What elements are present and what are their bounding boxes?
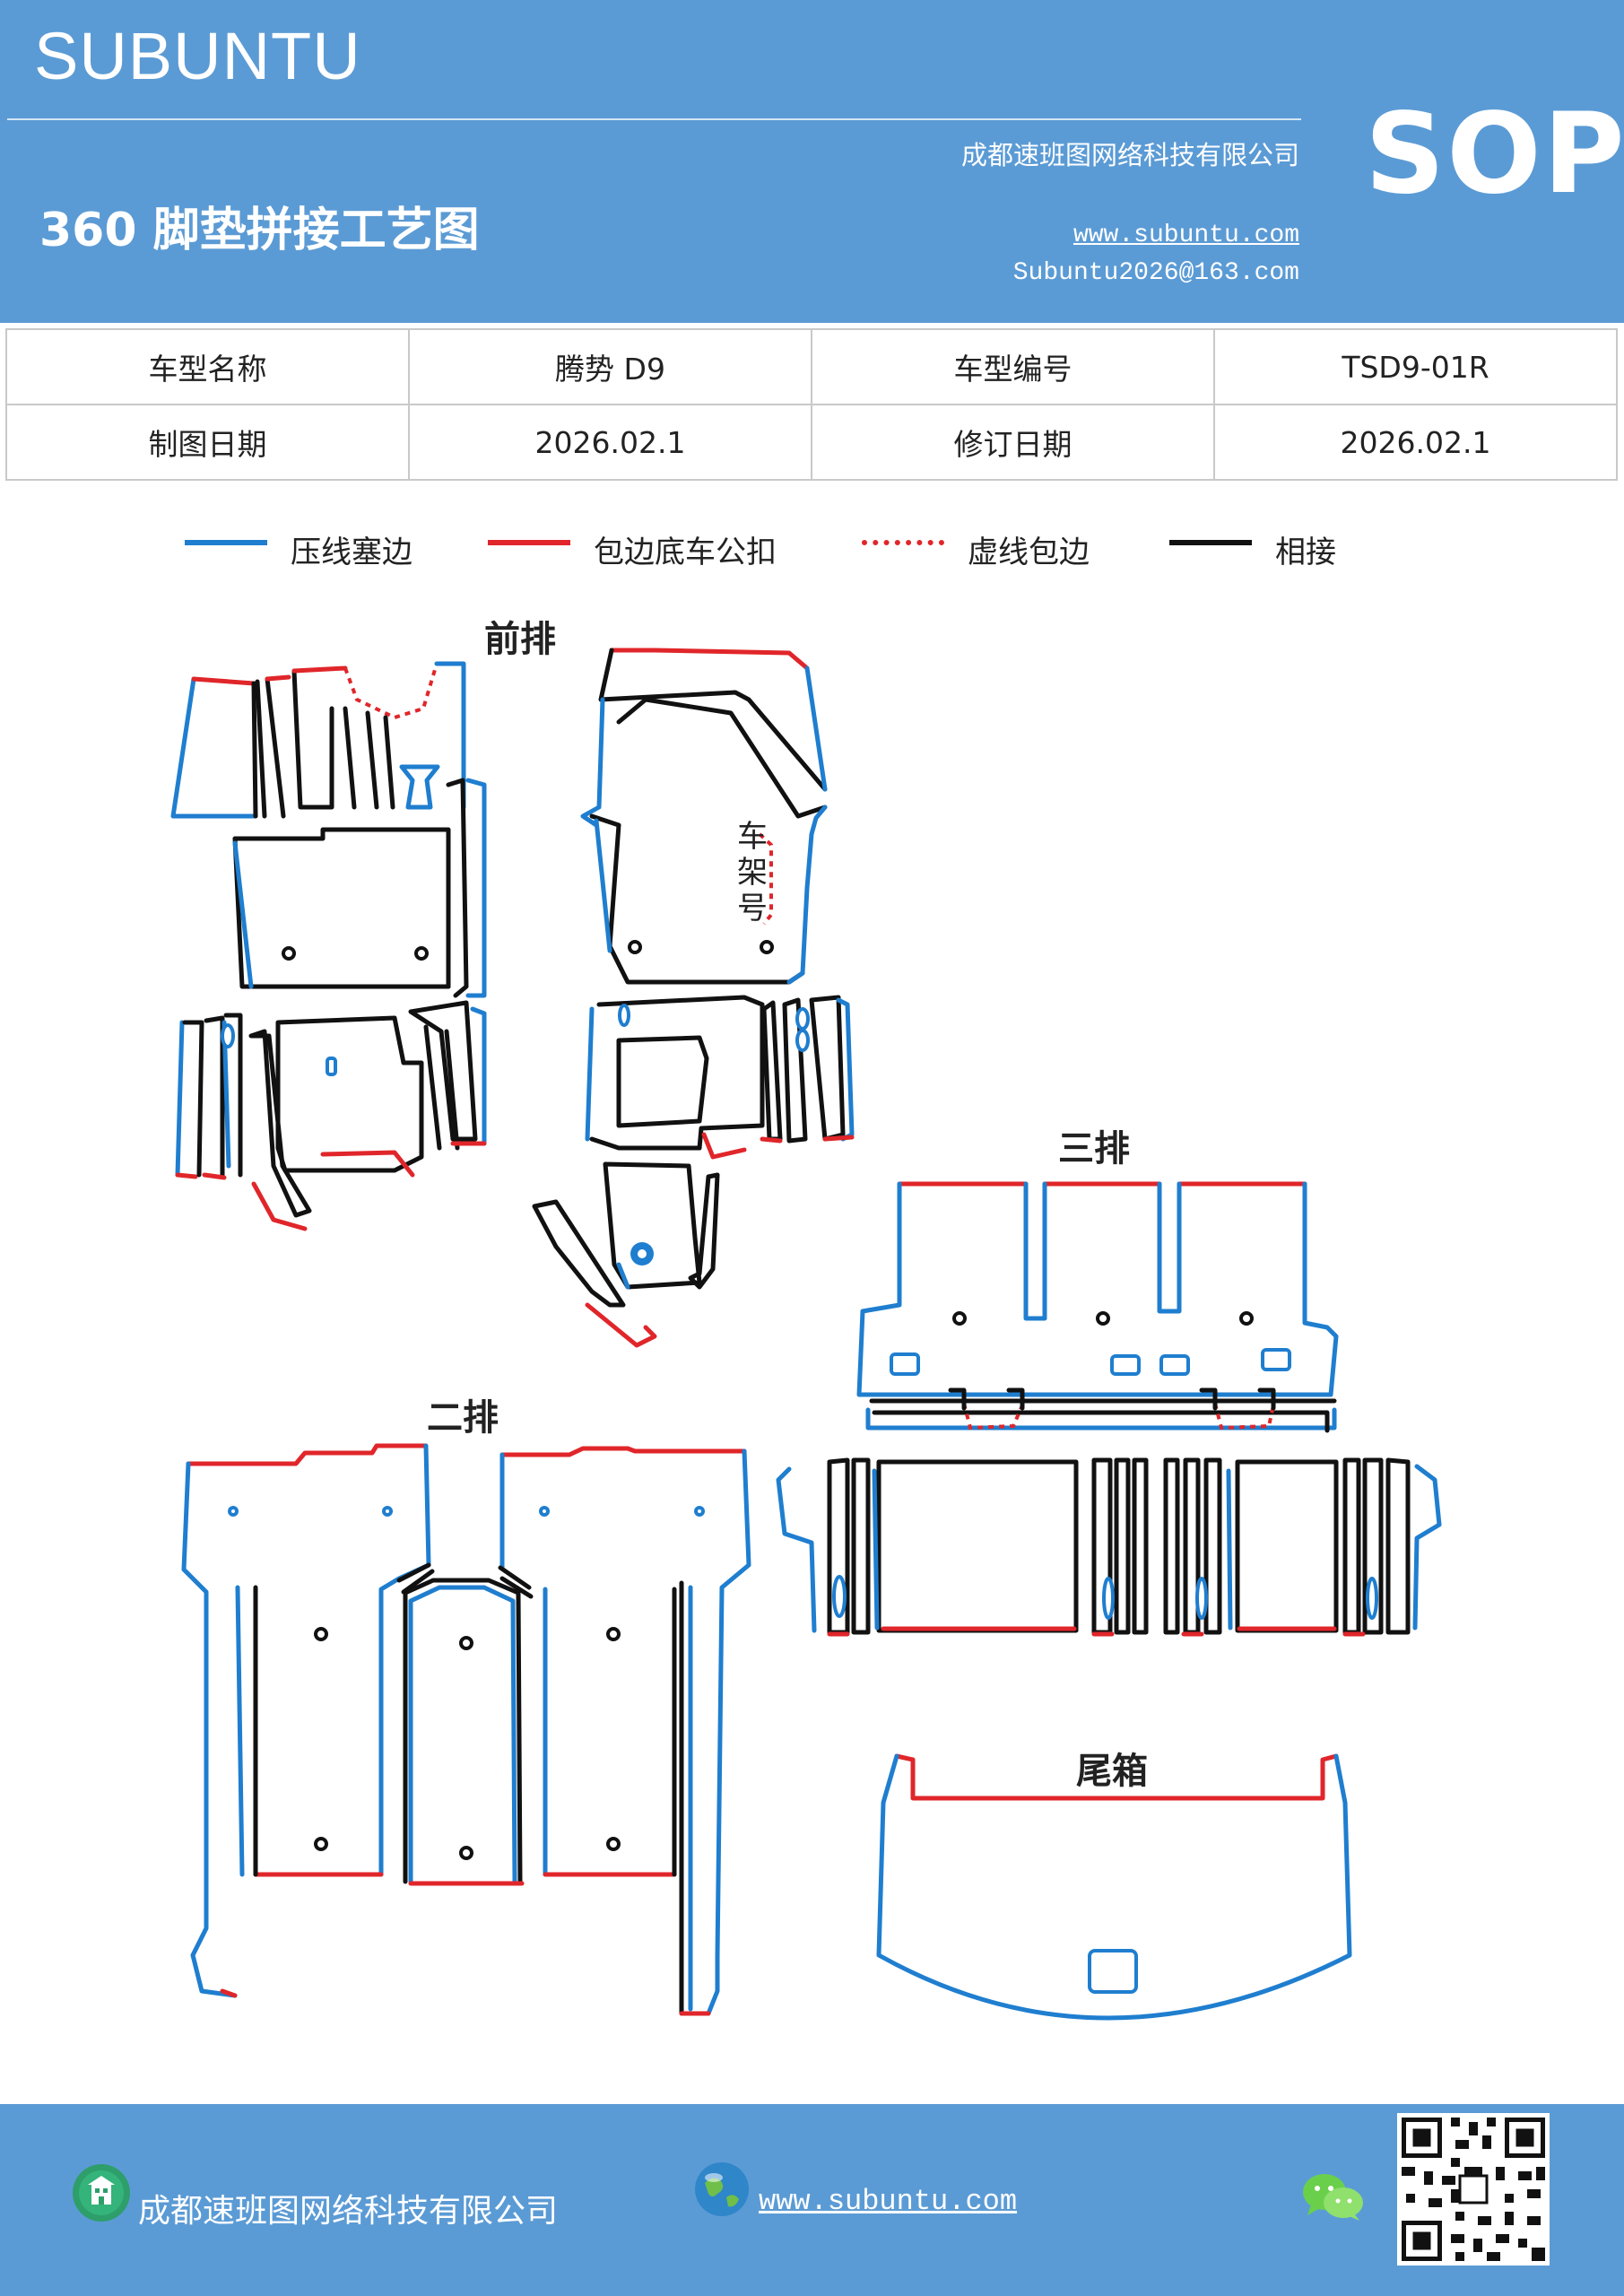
line-legend: 压线塞边 包边底车公扣 虚线包边 相接: [185, 527, 1350, 570]
qr-code: [1397, 2113, 1550, 2266]
header-company: 成都速班图网络科技有限公司: [960, 140, 1299, 170]
second-row-mat-group: [181, 1443, 751, 2016]
revise-date-label: 修订日期: [811, 404, 1215, 481]
header-banner: SUBUNTU 成都速班图网络科技有限公司 360 脚垫拼接工艺图 www.su…: [0, 0, 1624, 323]
model-name-label: 车型名称: [5, 328, 410, 405]
legend-swatch: [488, 540, 570, 545]
legend-label: 压线塞边: [291, 535, 413, 570]
vin-char-3: 号: [737, 891, 768, 926]
footer-company: 成都速班图网络科技有限公司: [138, 2193, 559, 2230]
second-row-label: 二排: [427, 1397, 499, 1439]
front-left-mat-group: [170, 661, 487, 1231]
front-right-mat-group: [532, 648, 855, 1348]
header-website-link[interactable]: www.subuntu.com: [1073, 222, 1299, 249]
model-code-value: TSD9-01R: [1213, 328, 1618, 405]
brand-name: SUBUNTU: [34, 19, 361, 93]
table-row: 制图日期 2026.02.1 修订日期 2026.02.1: [5, 404, 1618, 481]
model-name-value: 腾势 D9: [408, 328, 812, 405]
legend-label: 相接: [1275, 535, 1336, 570]
sop-badge: SOP: [1365, 90, 1624, 219]
header-email[interactable]: Subuntu2026@163.com: [1012, 259, 1299, 287]
legend-label: 包边底车公扣: [594, 535, 777, 570]
legend-swatch: [1169, 540, 1252, 545]
model-code-label: 车型编号: [811, 328, 1215, 405]
draw-date-label: 制图日期: [5, 404, 410, 481]
footer-banner: 成都速班图网络科技有限公司 www.subuntu.com: [0, 2104, 1624, 2296]
globe-icon: [695, 2162, 749, 2216]
third-row-label: 三排: [1058, 1128, 1130, 1170]
vin-char-1: 车: [737, 819, 768, 855]
wechat-icon: [1303, 2174, 1363, 2221]
vin-char-2: 架: [737, 855, 768, 891]
legend-label: 虚线包边: [968, 535, 1090, 570]
trunk-mat-group: [876, 1753, 1352, 2021]
draw-date-value: 2026.02.1: [408, 404, 812, 481]
footer-website-link[interactable]: www.subuntu.com: [759, 2185, 1018, 2218]
legend-swatch: [862, 540, 944, 545]
legend-swatch: [185, 540, 267, 545]
front-row-label: 前排: [484, 619, 556, 660]
vehicle-info-table: 车型名称 腾势 D9 车型编号 TSD9-01R 制图日期 2026.02.1 …: [5, 328, 1618, 481]
mat-splice-diagram: .b{fill:none;stroke:#1f7ecf;stroke-width…: [170, 619, 1442, 2021]
building-icon: [73, 2164, 130, 2222]
revise-date-value: 2026.02.1: [1213, 404, 1618, 481]
third-row-mat-group: [776, 1181, 1442, 1637]
trunk-label: 尾箱: [1076, 1751, 1148, 1792]
gear-icon: [630, 1242, 654, 1265]
table-row: 车型名称 腾势 D9 车型编号 TSD9-01R: [5, 328, 1618, 405]
header-divider: [7, 118, 1301, 120]
document-title: 360 脚垫拼接工艺图: [39, 204, 480, 257]
